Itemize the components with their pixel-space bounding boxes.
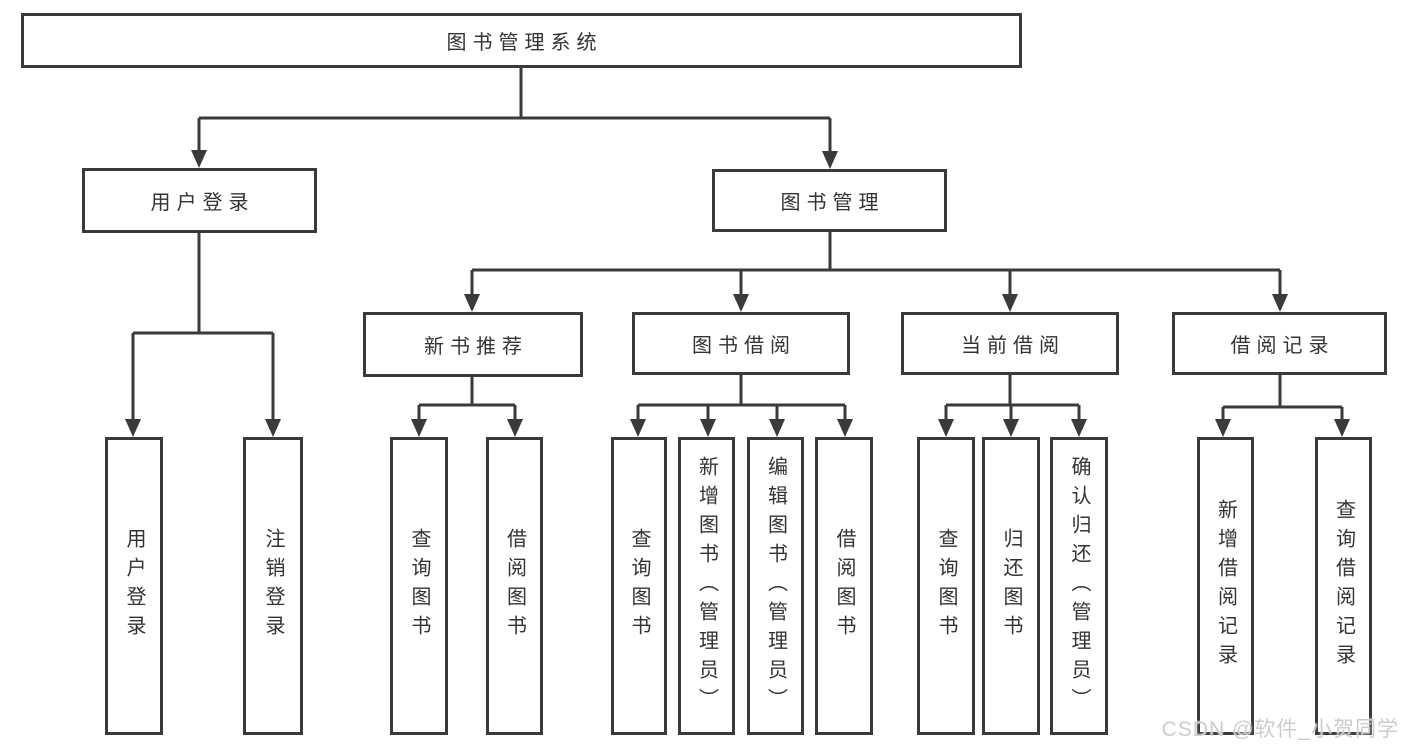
leaf-query-borrow-record-label: 查询借阅记录 xyxy=(1332,499,1355,673)
node-current-borrow: 当前借阅 xyxy=(901,312,1119,375)
leaf-confirm-return-admin-label: 确认归还（管理员） xyxy=(1068,455,1090,717)
node-root: 图书管理系统 xyxy=(21,13,1022,68)
leaf-query-book-3-label: 查询图书 xyxy=(935,528,957,644)
leaf-query-book-1: 查询图书 xyxy=(390,437,448,735)
leaf-query-book-2: 查询图书 xyxy=(611,437,667,735)
node-book-management: 图书管理 xyxy=(712,169,947,232)
leaf-add-borrow-record-label: 新增借阅记录 xyxy=(1214,499,1237,673)
leaf-add-book-admin-label: 新增图书（管理员） xyxy=(695,455,718,717)
leaf-query-book-2-label: 查询图书 xyxy=(628,528,650,644)
node-user-login: 用户登录 xyxy=(82,168,317,233)
node-new-book-recommend-label: 新书推荐 xyxy=(424,336,528,358)
leaf-user-login: 用户登录 xyxy=(105,437,163,735)
node-root-label: 图书管理系统 xyxy=(446,32,603,54)
node-borrow-record: 借阅记录 xyxy=(1172,312,1387,375)
node-user-login-label: 用户登录 xyxy=(150,192,255,214)
leaf-logout: 注销登录 xyxy=(243,437,303,735)
leaf-return-book-label: 归还图书 xyxy=(1000,528,1022,644)
node-book-borrow: 图书借阅 xyxy=(632,312,850,375)
leaf-borrow-book-2-label: 借阅图书 xyxy=(833,528,855,644)
leaf-borrow-book-1-label: 借阅图书 xyxy=(503,528,526,644)
leaf-return-book: 归还图书 xyxy=(982,437,1040,735)
leaf-query-borrow-record: 查询借阅记录 xyxy=(1315,437,1372,735)
node-book-borrow-label: 图书借阅 xyxy=(692,335,796,357)
node-book-management-label: 图书管理 xyxy=(780,192,885,214)
leaf-user-login-label: 用户登录 xyxy=(123,528,145,644)
node-new-book-recommend: 新书推荐 xyxy=(363,312,583,377)
csdn-watermark: CSDN @软件_小贺同学 xyxy=(1161,718,1399,741)
node-borrow-record-label: 借阅记录 xyxy=(1230,335,1335,357)
node-current-borrow-label: 当前借阅 xyxy=(961,335,1065,357)
leaf-confirm-return-admin: 确认归还（管理员） xyxy=(1050,437,1108,735)
leaf-edit-book-admin: 编辑图书（管理员） xyxy=(747,437,804,735)
leaf-add-borrow-record: 新增借阅记录 xyxy=(1197,437,1254,735)
leaf-add-book-admin: 新增图书（管理员） xyxy=(678,437,735,735)
leaf-borrow-book-2: 借阅图书 xyxy=(815,437,873,735)
leaf-logout-label: 注销登录 xyxy=(262,528,284,644)
leaf-query-book-3: 查询图书 xyxy=(917,437,975,735)
arrowheads xyxy=(125,150,1350,437)
leaf-query-book-1-label: 查询图书 xyxy=(408,528,430,644)
leaf-edit-book-admin-label: 编辑图书（管理员） xyxy=(764,455,787,717)
leaf-borrow-book-1: 借阅图书 xyxy=(486,437,543,735)
